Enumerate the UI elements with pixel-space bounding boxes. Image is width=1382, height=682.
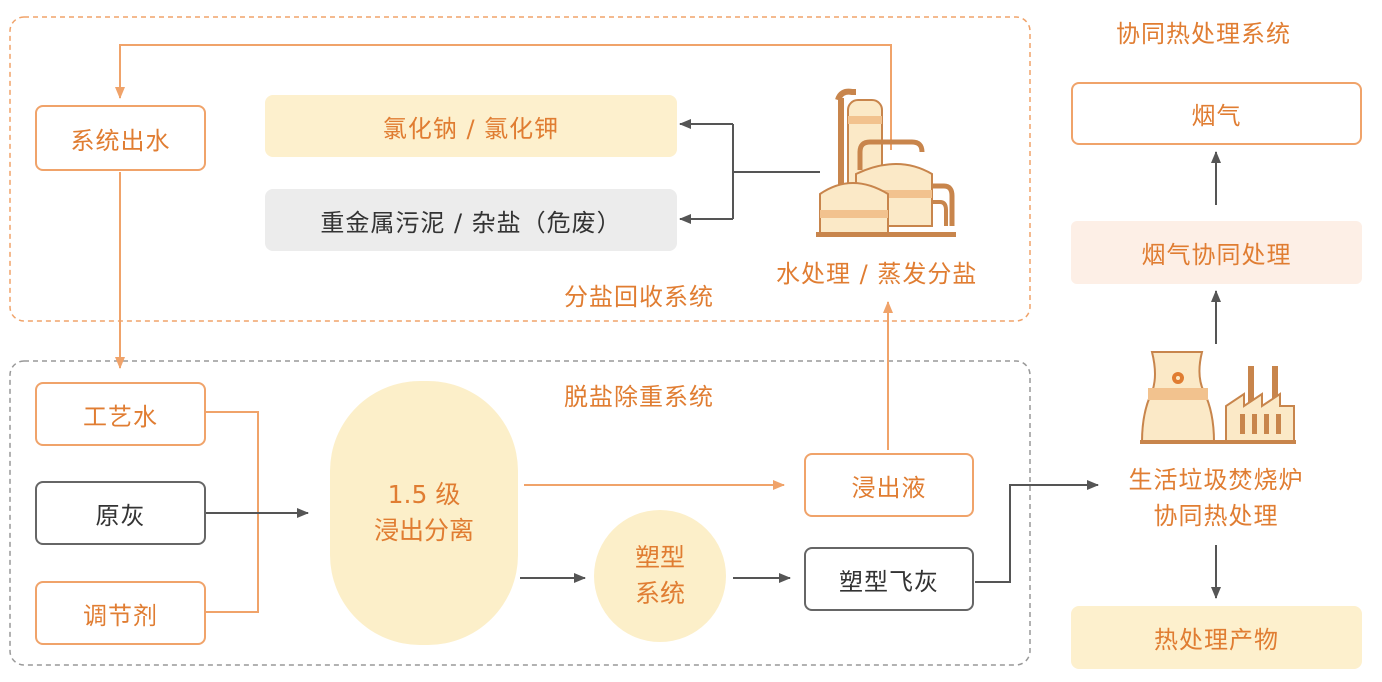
evaporator-plant-icon bbox=[816, 88, 956, 237]
process-water-box: 工艺水 bbox=[35, 382, 206, 446]
system-outlet-water-box: 系统出水 bbox=[35, 105, 206, 171]
incinerator-line2: 协同热处理 bbox=[1153, 502, 1279, 530]
molding-system-node: 塑型 系统 bbox=[594, 510, 726, 642]
water-treatment-label: 水处理 / 蒸发分盐 bbox=[776, 260, 978, 288]
leach-separation-node: 1.5 级 浸出分离 bbox=[330, 381, 518, 645]
co-processing-system-title: 协同热处理系统 bbox=[1116, 20, 1291, 48]
incinerator-label: 生活垃圾焚烧炉 协同热处理 bbox=[1096, 462, 1336, 534]
incinerator-line1: 生活垃圾焚烧炉 bbox=[1128, 466, 1304, 494]
molded-fly-ash-box: 塑型飞灰 bbox=[804, 547, 974, 611]
raw-ash-box: 原灰 bbox=[35, 481, 206, 545]
leach-separation-title: 浸出分离 bbox=[373, 516, 474, 545]
flue-gas-box: 烟气 bbox=[1071, 82, 1362, 145]
leachate-box: 浸出液 bbox=[804, 453, 974, 517]
salt-recovery-frame bbox=[9, 16, 1031, 322]
molding-system-line1: 塑型 bbox=[634, 543, 685, 572]
heat-products-box: 热处理产物 bbox=[1071, 606, 1362, 669]
heavy-metal-sludge-box: 重金属污泥 / 杂盐（危废） bbox=[265, 189, 677, 251]
incinerator-plant-icon bbox=[1140, 351, 1296, 444]
molding-system-line2: 系统 bbox=[634, 579, 685, 608]
leach-separation-stage: 1.5 级 bbox=[387, 480, 461, 509]
desalting-frame bbox=[9, 360, 1031, 666]
nacl-kcl-box: 氯化钠 / 氯化钾 bbox=[265, 95, 677, 157]
desalting-system-label: 脱盐除重系统 bbox=[564, 383, 714, 411]
salt-recovery-system-label: 分盐回收系统 bbox=[564, 283, 714, 311]
flue-gas-co-treatment-box: 烟气协同处理 bbox=[1071, 221, 1362, 284]
regulator-box: 调节剂 bbox=[35, 581, 206, 645]
